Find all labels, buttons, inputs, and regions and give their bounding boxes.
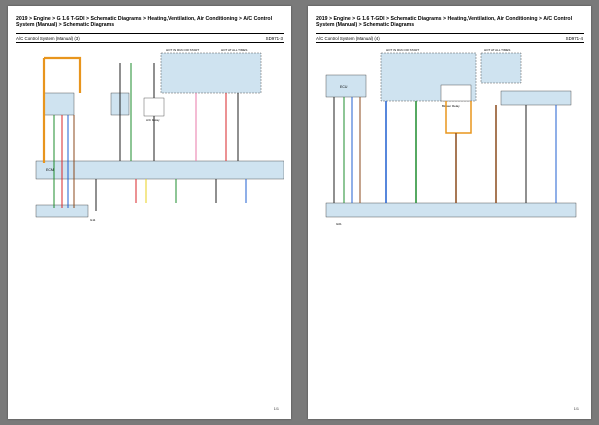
fuse-box-label-right: HOT AT ALL TIMES [484, 48, 510, 52]
document-page-right: 2019 > Engine > G 1.6 T-GDI > Schematic … [308, 6, 591, 419]
page-number: 1/1 [273, 407, 279, 411]
title-divider [316, 33, 584, 34]
subtitle-divider [316, 42, 584, 43]
document-page-left: 2019 > Engine > G 1.6 T-GDI > Schematic … [8, 6, 291, 419]
wire-orange [445, 101, 472, 134]
fuse-box-label-left: HOT IN RUN OR START [166, 48, 199, 52]
diagram-subtitle: A/C Control System (Manual) (4) [316, 36, 380, 41]
relay-label: A/C Relay [146, 118, 160, 122]
page-title: 2019 > Engine > G 1.6 T-GDI > Schematic … [316, 16, 573, 29]
sensor-module-left [43, 92, 75, 116]
diagram-subtitle: A/C Control System (Manual) (3) [16, 36, 80, 41]
ground-label: G11 [90, 218, 96, 222]
diagram-code: SD971-4 [565, 36, 583, 41]
ecu-module [325, 74, 367, 98]
schematic-diagram: HOT IN RUN OR START HOT AT ALL TIMES A/C… [35, 48, 284, 222]
control-unit-bar [35, 160, 284, 180]
relay-module [143, 97, 165, 117]
right-module [500, 90, 572, 106]
page-number: 1/1 [573, 407, 579, 411]
fuse-box-label-right: HOT AT ALL TIMES [221, 48, 247, 52]
title-divider [16, 33, 284, 34]
fuse-box [160, 52, 262, 94]
fuse-box-label-left: HOT IN RUN OR START [386, 48, 419, 52]
subtitle-divider [16, 42, 284, 43]
schematic-diagram: HOT IN RUN OR START HOT AT ALL TIMES ECU… [325, 48, 577, 226]
page-title: 2019 > Engine > G 1.6 T-GDI > Schematic … [16, 16, 273, 29]
diagram-code: SD971-3 [265, 36, 283, 41]
blower-relay [440, 84, 472, 102]
bottom-bar [325, 202, 577, 218]
blower-relay-label: Blower Relay [442, 104, 460, 108]
ground-label: G01 [336, 222, 342, 226]
ecu-label: ECU [340, 85, 348, 89]
wire-orange-2 [44, 56, 82, 93]
fuse-box-right [480, 52, 522, 84]
control-unit-label: ECM [46, 168, 54, 172]
